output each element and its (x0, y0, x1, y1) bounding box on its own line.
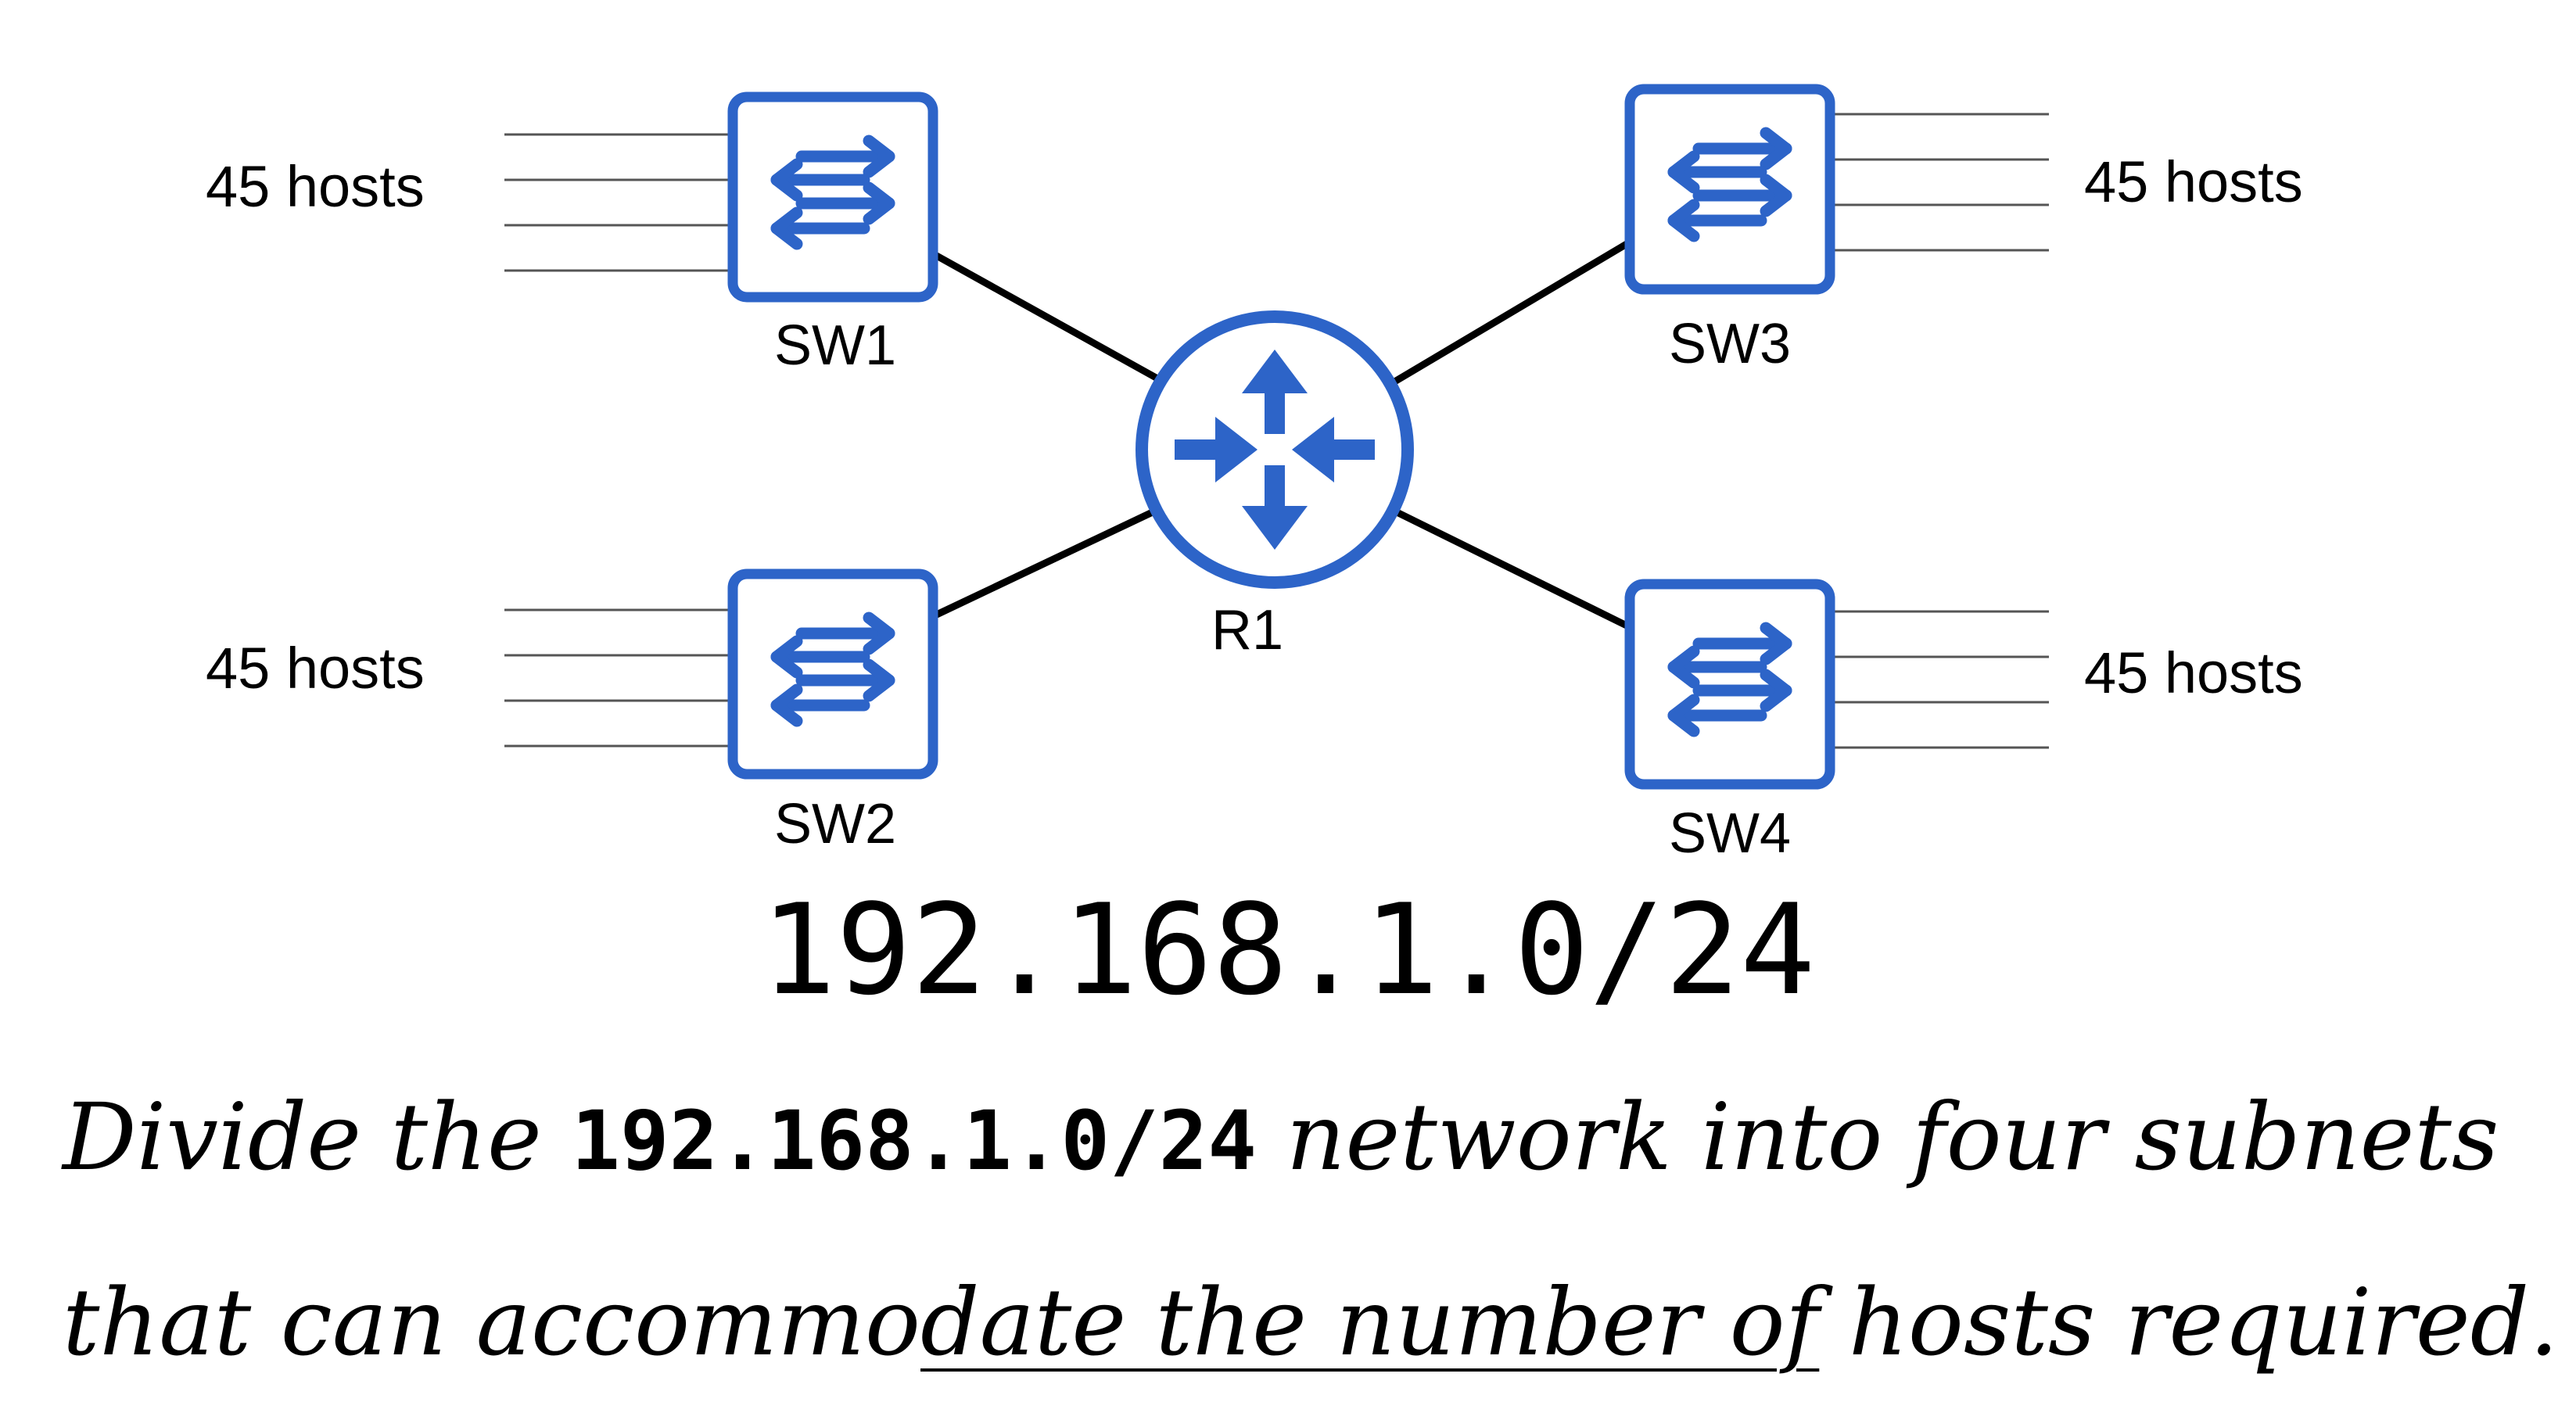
sw2-hosts-label: 45 hosts (206, 636, 425, 701)
link-sw1-r1 (924, 247, 1160, 382)
switch-sw2-icon (733, 574, 933, 774)
sw4-hosts-label: 45 hosts (2084, 640, 2303, 705)
r1-label: R1 (1211, 599, 1283, 662)
router-icon (1136, 310, 1414, 589)
sw3-label: SW3 (1669, 313, 1791, 375)
network-topology-diagram: SW1 SW2 SW3 SW4 R1 45 hosts 45 hosts 45 … (206, 0, 2303, 1023)
problem-network: 192.168.1.0/24 (571, 1093, 1257, 1189)
sw1-label: SW1 (774, 314, 896, 377)
problem-text-1: Divide the (63, 1083, 542, 1191)
sw1-hosts-label: 45 hosts (206, 154, 425, 219)
link-sw4-r1 (1390, 506, 1628, 629)
problem-text-4: date the number of (920, 1268, 1820, 1376)
sw1-host-lines (504, 133, 731, 272)
host-lines (504, 113, 2049, 749)
sw2-label: SW2 (774, 793, 896, 855)
link-sw3-r1 (1390, 241, 1629, 386)
sw4-label: SW4 (1669, 802, 1791, 865)
sw3-host-lines (1822, 113, 2049, 252)
problem-text-5: hosts required. (1848, 1268, 2559, 1376)
sw2-host-lines (504, 608, 731, 748)
switch-sw3-icon (1630, 89, 1830, 289)
problem-text-3: that can accommo (63, 1268, 921, 1376)
problem-text-2: network into four subnets (1286, 1083, 2499, 1191)
network-address: 192.168.1.0/24 (761, 877, 1816, 1023)
problem-line-2: that can accommodate the number of hosts… (63, 1232, 2559, 1413)
sw3-hosts-label: 45 hosts (2084, 149, 2303, 214)
link-sw2-r1 (925, 506, 1159, 623)
switch-sw4-icon (1630, 584, 1830, 784)
problem-statement: Divide the 192.168.1.0/24 network into f… (63, 1046, 2559, 1413)
switch-sw1-icon (733, 97, 933, 297)
links (924, 241, 1629, 629)
sw4-host-lines (1822, 610, 2049, 749)
problem-line-1: Divide the 192.168.1.0/24 network into f… (63, 1046, 2557, 1232)
